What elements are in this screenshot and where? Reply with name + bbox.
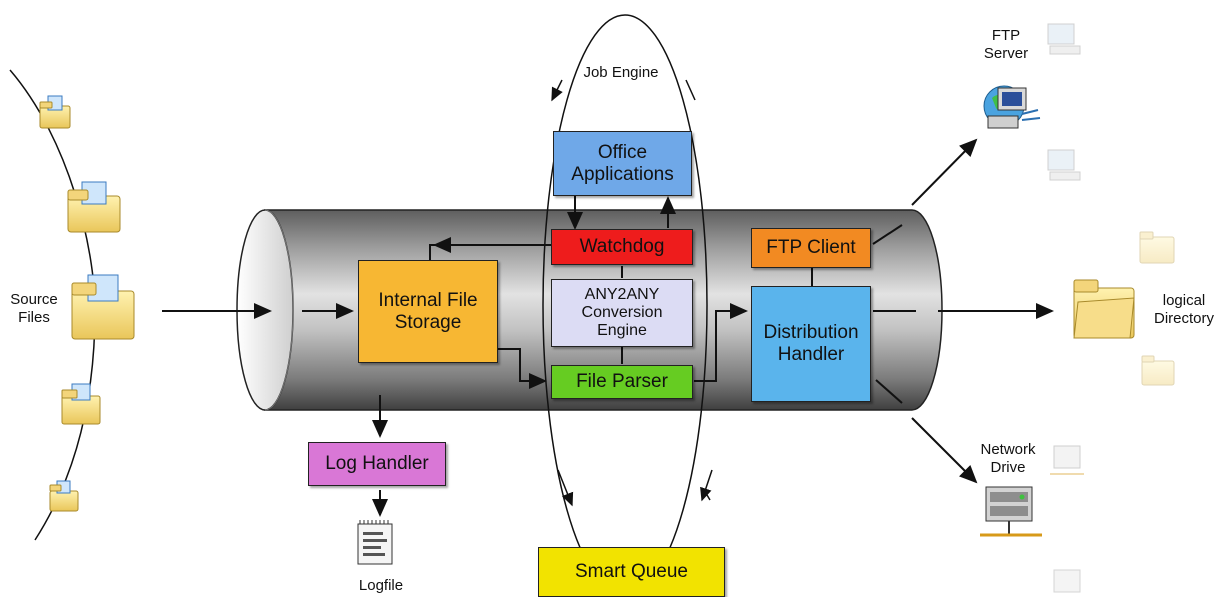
folder-icon bbox=[67, 181, 121, 233]
server-icon bbox=[980, 486, 1042, 537]
ftp-server-label: FTP Server bbox=[983, 27, 1029, 62]
job-engine-label: Job Engine bbox=[583, 64, 659, 81]
office-applications-box: Office Applications bbox=[553, 131, 692, 196]
internal-file-storage-box: Internal File Storage bbox=[358, 260, 498, 363]
folder-icon bbox=[1139, 231, 1175, 264]
logical-directory-label: logical Directory bbox=[1153, 292, 1214, 327]
any2any-box: ANY2ANY Conversion Engine bbox=[551, 279, 693, 347]
ftp-client-box: FTP Client bbox=[751, 228, 871, 268]
folder-icon bbox=[1073, 279, 1135, 339]
flow-arrows bbox=[162, 138, 1054, 517]
watchdog-box: Watchdog bbox=[551, 229, 693, 265]
source-files-label: Source Files bbox=[10, 291, 58, 326]
log-handler-box: Log Handler bbox=[308, 442, 446, 486]
logfile-label: Logfile bbox=[358, 577, 404, 594]
server-icon bbox=[1053, 569, 1081, 593]
folder-icon bbox=[49, 480, 79, 512]
folder-icon bbox=[61, 383, 101, 425]
server-icon bbox=[1050, 445, 1084, 475]
folder-icon bbox=[39, 95, 71, 129]
file-parser-box: File Parser bbox=[551, 365, 693, 399]
folder-icon bbox=[1141, 355, 1175, 386]
computer-icon bbox=[983, 85, 1041, 129]
smart-queue-box: Smart Queue bbox=[538, 547, 725, 597]
distribution-handler-box: Distribution Handler bbox=[751, 286, 871, 402]
document-icon bbox=[357, 520, 393, 565]
folder-icon bbox=[71, 274, 135, 340]
network-drive-label: Network Drive bbox=[980, 441, 1036, 476]
computer-icon bbox=[1047, 23, 1081, 55]
computer-icon bbox=[1047, 149, 1081, 181]
